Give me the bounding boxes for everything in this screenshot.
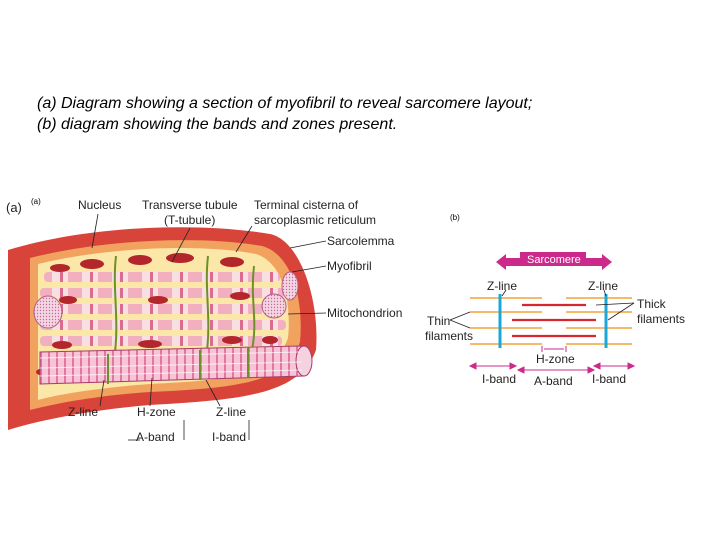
label-sarcolemma: Sarcolemma — [327, 234, 395, 248]
filament-pointers — [449, 289, 635, 329]
label-thin: Thin — [427, 314, 450, 328]
label-z-line-b-right: Z-line — [588, 279, 618, 293]
label-i-band-right: I-band — [592, 372, 626, 386]
protruding-myofibril — [39, 345, 313, 385]
nuclei — [33, 271, 299, 329]
label-thin-filaments: filaments — [425, 329, 473, 343]
label-t-tubule: (T-tubule) — [164, 213, 215, 227]
label-sarcoplasmic-reticulum: sarcoplasmic reticulum — [254, 213, 376, 227]
label-myofibril: Myofibril — [327, 259, 372, 273]
panel-a-label: (a) — [6, 200, 22, 215]
label-h-zone-b: H-zone — [536, 352, 575, 366]
figure-caption: (a) Diagram showing a section of myofibr… — [37, 93, 677, 135]
label-z-line-left: Z-line — [68, 405, 98, 419]
mitochondria — [36, 253, 278, 376]
caption-line-1: (a) Diagram showing a section of myofibr… — [37, 95, 533, 112]
slide-label-b: (b) — [450, 213, 460, 222]
leader-lines — [91, 213, 327, 441]
label-nucleus: Nucleus — [78, 198, 121, 212]
label-sarcomere: Sarcomere — [527, 254, 581, 266]
label-transverse-tubule: Transverse tubule — [142, 198, 238, 212]
thick-filaments — [512, 303, 596, 338]
caption-line-2: (b) diagram showing the bands and zones … — [37, 116, 398, 133]
t-tubules — [113, 255, 256, 361]
figure-b: Sarcomere Z-line Z-line — [425, 252, 685, 388]
h-zone-marker — [541, 346, 567, 352]
label-mitochondrion: Mitochondrion — [327, 306, 402, 320]
label-i-band-left: I-band — [482, 372, 516, 386]
thin-filaments — [470, 297, 632, 345]
slide-label-a: (a) — [31, 197, 41, 206]
label-thick: Thick — [637, 297, 667, 311]
figure-a: (a) Nucleus Transverse tubule (T-tubule)… — [6, 198, 402, 444]
label-z-line-right: Z-line — [216, 405, 246, 419]
label-a-band: A-band — [136, 430, 175, 444]
label-h-zone: H-zone — [137, 405, 176, 419]
z-lines — [498, 294, 608, 348]
label-terminal-cisterna: Terminal cisterna of — [254, 198, 359, 212]
label-thick-filaments: filaments — [637, 312, 685, 326]
label-a-band-b: A-band — [534, 374, 573, 388]
label-i-band: I-band — [212, 430, 246, 444]
band-arrows — [468, 362, 636, 374]
label-z-line-b-left: Z-line — [487, 279, 517, 293]
sarcomere-arrow: Sarcomere — [496, 252, 612, 270]
